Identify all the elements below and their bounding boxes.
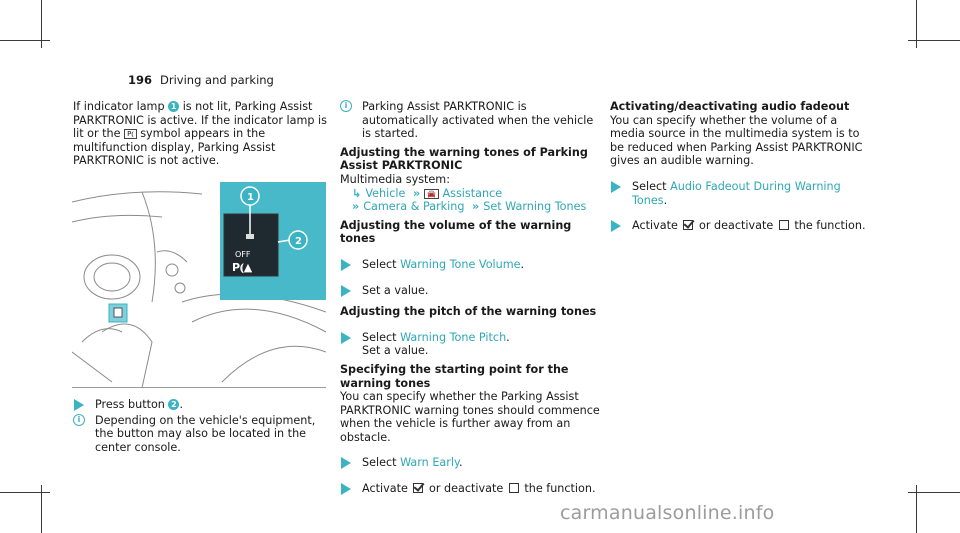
option-warn-early[interactable]: Warn Early (400, 456, 459, 470)
unchecked-box-icon (508, 483, 519, 494)
info-icon: i (73, 413, 85, 426)
info-auto-activation: i Parking Assist PARKTRONIC is automatic… (340, 100, 602, 141)
dashboard-illustration: OFF P⦅▲ 1 2 (72, 182, 326, 387)
option-warning-tone-pitch[interactable]: Warning Tone Pitch (400, 330, 507, 344)
checked-box-icon (413, 483, 424, 494)
path-separator-icon: » (352, 200, 360, 214)
fadeout-paragraph: You can specify whether the volume of a … (610, 113, 863, 168)
info-note: i Depending on the vehicle's equipment, … (73, 413, 333, 455)
path-start-icon: ↳ (352, 186, 362, 200)
page-number: 196 (128, 73, 153, 87)
crop-mark (916, 485, 917, 533)
crop-mark (908, 492, 960, 493)
path-separator-icon: » (412, 186, 421, 200)
step-select-pitch: Select Warning Tone Pitch. Set a value. (340, 331, 602, 358)
heading-volume: Adjusting the volume of the warning tone… (340, 218, 572, 246)
callout-2-text: 2 (295, 236, 302, 247)
off-label: OFF (235, 250, 251, 259)
menu-vehicle[interactable]: Vehicle (365, 186, 406, 200)
step-arrow-icon (341, 457, 351, 470)
callout-2-marker (288, 230, 308, 250)
step-press-button: Press button 2. (73, 398, 333, 412)
parking-symbol-icon: P⦅ (124, 129, 137, 140)
callout-2-icon: 2 (168, 399, 180, 410)
intro-paragraph: If indicator lamp 1 is not lit, Parking … (73, 100, 327, 168)
column-3: Activating/deactivating audio fadeout Yo… (610, 100, 872, 233)
step-activate-fadeout: Activate or deactivate the function. (610, 219, 872, 233)
heading-warning-tones: Adjusting the warning tones of Parking A… (340, 145, 588, 173)
callout-1-icon: 1 (168, 101, 180, 112)
path-separator-icon: » (472, 200, 480, 214)
dashboard-figure: OFF P⦅▲ 1 2 (72, 182, 326, 388)
multimedia-label: Multimedia system: (340, 172, 450, 186)
column-1-lower: Press button 2. i Depending on the vehic… (73, 398, 333, 454)
checked-box-icon (683, 220, 694, 231)
step-arrow-icon (341, 331, 351, 344)
parktronic-symbol: P⦅▲ (232, 261, 253, 274)
step-arrow-icon (611, 220, 621, 233)
car-icon: 🚘 (424, 188, 439, 199)
starting-paragraph: You can specify whether the Parking Assi… (340, 390, 600, 444)
menu-path: ↳Vehicle »🚘 Assistance (340, 187, 602, 201)
menu-path-2: »Camera & Parking »Set Warning Tones (340, 200, 602, 214)
column-2: i Parking Assist PARKTRONIC is automatic… (340, 100, 602, 496)
column-1: If indicator lamp 1 is not lit, Parking … (73, 100, 333, 168)
step-select-fadeout: Select Audio Fadeout During Warning Tone… (610, 180, 872, 207)
page-header: 196 Driving and parking (128, 73, 274, 88)
step-arrow-icon (74, 399, 84, 411)
watermark: carmanualsonline.info (560, 502, 775, 524)
step-arrow-icon (341, 483, 351, 496)
crop-mark (0, 40, 50, 41)
section-title: Driving and parking (160, 73, 274, 87)
unchecked-box-icon (778, 220, 789, 231)
step-arrow-icon (611, 180, 621, 193)
step-select-warn-early: Select Warn Early. (340, 456, 602, 470)
crop-mark (0, 492, 50, 493)
callout-1-text: 1 (247, 192, 254, 203)
step-activate: Activate or deactivate the function. (340, 482, 602, 496)
menu-set-warning-tones[interactable]: Set Warning Tones (483, 200, 587, 214)
crop-mark (41, 0, 42, 48)
step-arrow-icon (341, 258, 351, 271)
info-icon: i (340, 100, 352, 112)
heading-audio-fadeout: Activating/deactivating audio fadeout (610, 100, 850, 113)
crop-mark (41, 485, 42, 533)
option-warning-tone-volume[interactable]: Warning Tone Volume (400, 257, 521, 271)
heading-pitch: Adjusting the pitch of the warning tones (340, 305, 597, 319)
step-select-volume: Select Warning Tone Volume. (340, 258, 602, 272)
step-set-value: Set a value. (340, 284, 602, 298)
option-audio-fadeout[interactable]: Audio Fadeout During Warning Tones (632, 179, 841, 207)
menu-assistance[interactable]: Assistance (442, 186, 503, 200)
menu-camera-parking[interactable]: Camera & Parking (363, 200, 465, 214)
heading-starting-point: Specifying the starting point for the wa… (340, 362, 569, 390)
crop-mark (908, 40, 960, 41)
callout-1-marker (240, 186, 260, 206)
crop-mark (916, 0, 917, 48)
step-arrow-icon (341, 284, 351, 297)
